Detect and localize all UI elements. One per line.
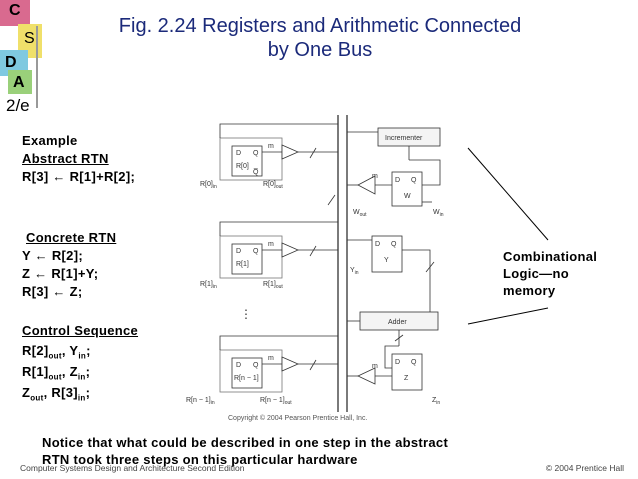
rn1-label: R[n − 1] [234,375,259,382]
logo-d: D [5,54,17,71]
concrete-step-1: Y ← R[2]; [22,248,83,263]
svg-text:Q: Q [411,177,417,184]
control-sequence-heading: Control Sequence [22,323,139,338]
r0-qbar: Q̅ [253,168,259,176]
y-label: Y [384,257,389,264]
title-line-2: by One Bus [267,39,373,61]
svg-text:m: m [372,363,378,370]
concrete-step-2: Z ← R[1]+Y; [22,266,99,281]
register-y: D Q Y Yin [347,235,435,312]
svg-text:D: D [395,177,400,184]
register-w: D Q W m Wout Win [347,159,444,218]
callout-line-bottom [467,307,549,325]
footer-right: © 2004 Prentice Hall [545,463,624,473]
concrete-step-3: R[3] ← Z; [22,284,83,299]
svg-text:Q: Q [253,362,259,369]
logo-c: C [9,2,21,19]
svg-text:m: m [372,173,378,180]
r0-m: m [268,143,274,150]
control-step-2: R[1]out, Zin; [22,364,91,382]
rn1-in-label: R[n − 1]in [186,397,215,406]
w-out-label: Wout [353,209,367,218]
register-dots: ⋮ [240,307,252,321]
rn1-out-label: R[n − 1]out [260,397,292,406]
register-r1: D Q R[1] m R[1]in R[1]out [200,221,338,290]
svg-text:m: m [268,355,274,362]
combinational-note: Combinational Logic—no memory [503,249,598,298]
w-label: W [404,193,411,200]
svg-text:Q: Q [411,359,417,366]
register-rn1: D Q R[n − 1] m R[n − 1]in R[n − 1]out [186,335,338,406]
svg-text:D: D [375,241,380,248]
abstract-rtn-statement: R[3] ← R[1]+R[2]; [22,169,136,184]
svg-text:m: m [268,241,274,248]
logo-edition: 2/e [6,96,30,115]
incrementer-label: Incrementer [385,135,423,142]
footer-left: Computer Systems Design and Architecture… [20,463,245,473]
callout-line-top [467,147,549,241]
concrete-rtn-heading: Concrete RTN [26,230,117,245]
adder-label: Adder [388,319,407,326]
control-step-1: R[2]out, Yin; [22,343,91,361]
example-label: Example [22,133,78,148]
r0-out-label: R[0]out [263,181,283,190]
incrementer-block: Incrementer [347,127,441,160]
r0-q: Q [253,150,259,157]
page-title: Fig. 2.24 Registers and Arithmetic Conne… [60,14,580,62]
diagram-copyright: Copyright © 2004 Pearson Prentice Hall, … [228,414,367,422]
logo-s: S [24,30,35,47]
r1-out-label: R[1]out [263,281,283,290]
r0-label: R[0] [236,163,249,170]
register-r0: D Q R[0] Q̅ m R[0]in R[0]out [200,123,338,190]
r0-d: D [236,150,241,157]
w-in-label: Win [433,209,444,218]
logo-a: A [13,74,25,91]
register-z: D Q Z m Zin [347,345,440,406]
abstract-rtn-heading: Abstract RTN [22,151,109,166]
y-in-label: Yin [350,267,359,276]
svg-text:D: D [395,359,400,366]
r0-in-label: R[0]in [200,181,217,190]
svg-text:D: D [236,248,241,255]
z-label: Z [404,375,409,382]
r1-label: R[1] [236,261,249,268]
adder-block: Adder [347,311,439,346]
svg-text:Q: Q [253,248,259,255]
title-line-1: Fig. 2.24 Registers and Arithmetic Conne… [118,15,522,37]
z-in-label: Zin [432,397,440,406]
control-step-3: Zout, R[3]in; [22,385,91,403]
r1-in-label: R[1]in [200,281,217,290]
svg-text:D: D [236,362,241,369]
svg-text:Q: Q [391,241,397,248]
logo: C S D A 2/e [0,0,48,120]
notice-text: Notice that what could be described in o… [42,435,449,467]
